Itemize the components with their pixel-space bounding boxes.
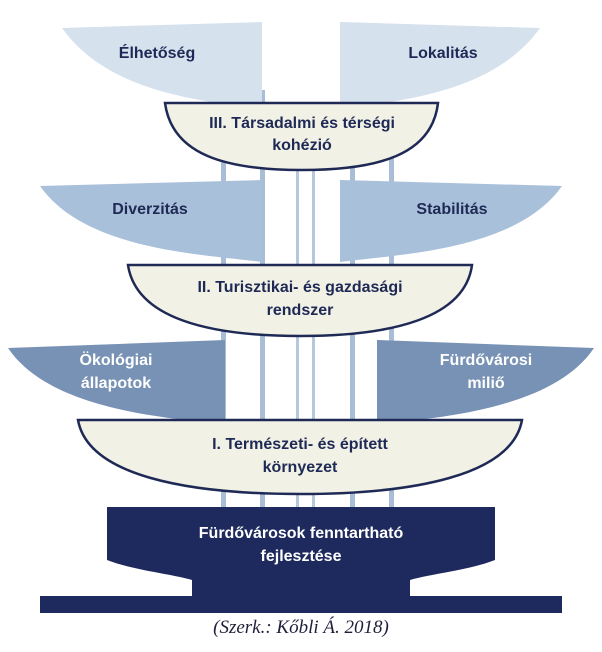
leaf-low-right <box>377 340 594 424</box>
leaf-label-lokalitas: Lokalitás <box>408 45 477 62</box>
leaf-label-diverzitas: Diverzitás <box>112 201 188 218</box>
leaf-label-furdovarosi: Fürdővárosi <box>440 352 532 369</box>
leaf-top-left <box>62 22 262 110</box>
leaf-label-stabilitas: Stabilitás <box>416 201 487 218</box>
base-label-line2: fejlesztése <box>261 548 342 565</box>
bowl1-label-line2: környezet <box>263 459 338 476</box>
bowl1-label-line1: I. Természeti- és épített <box>212 436 388 453</box>
leaf-label-elhetoseg: Élhetőség <box>119 43 195 62</box>
base-block <box>107 507 495 596</box>
leaf-label-okologiai: Ökológiai <box>80 350 153 369</box>
bowl-level3 <box>163 101 440 172</box>
base-label-line1: Fürdővárosok fenntartható <box>199 525 404 542</box>
source-caption: (Szerk.: Kőbli Á. 2018) <box>213 617 389 638</box>
bowl2-label-line1: II. Turisztikai- és gazdasági <box>197 279 402 296</box>
bowl2-label-line2: rendszer <box>267 302 334 319</box>
leaf-label-milio: miliő <box>467 375 505 392</box>
leaf-low-left <box>8 340 225 424</box>
bowl-level1 <box>76 418 524 496</box>
base-plinth <box>40 596 562 613</box>
leaf-mid-left <box>40 180 262 262</box>
leaf-mid-right <box>340 180 562 262</box>
leaf-label-allapotok: állapotok <box>81 375 151 392</box>
leaf-top-right <box>340 22 540 110</box>
bowl-level2 <box>126 263 474 338</box>
bowl3-label-line1: III. Társadalmi és térségi <box>209 115 395 132</box>
bowl3-label-line2: kohézió <box>272 137 332 154</box>
